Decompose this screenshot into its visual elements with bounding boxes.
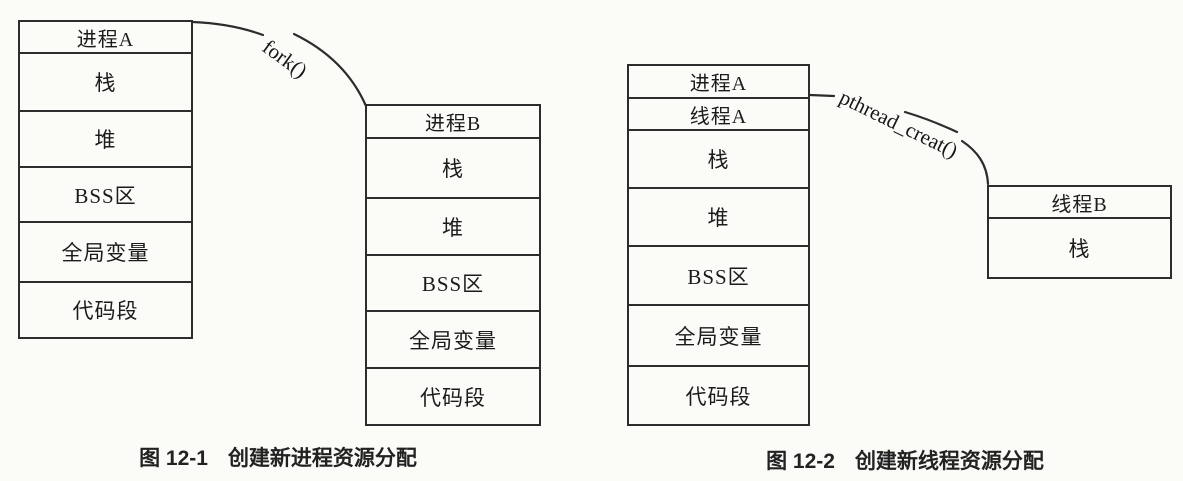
segment-heap: 堆 xyxy=(20,110,191,166)
segment-code: 代码段 xyxy=(20,281,191,337)
segment-stack: 栈 xyxy=(629,129,808,187)
process-a-title: 进程A xyxy=(689,73,748,95)
segment-code: 代码段 xyxy=(629,365,808,424)
thread-b-title: 线程B xyxy=(1051,193,1108,216)
segment-stack: 栈 xyxy=(989,217,1170,277)
thread-b-box: 线程B 栈 xyxy=(987,185,1172,279)
caption-text: 创建新线程资源分配 xyxy=(854,450,1044,473)
process-b-title: 进程B xyxy=(424,113,482,135)
pthread-curve-end xyxy=(960,139,990,186)
segment-globals: 全局变量 xyxy=(367,310,539,367)
segment-globals: 全局变量 xyxy=(629,304,808,365)
pthread-curve-start xyxy=(808,93,836,98)
fork-curve-end xyxy=(292,32,368,108)
process-a-title: 进程A xyxy=(76,28,135,51)
segment-stack: 栈 xyxy=(20,52,191,110)
segment-heap: 堆 xyxy=(367,197,539,254)
process-a-box: 进程A 栈 堆 BSS区 全局变量 代码段 xyxy=(18,20,193,339)
process-a-thread-box: 进程A 线程A 栈 堆 BSS区 全局变量 代码段 xyxy=(627,64,810,426)
pthread-create-label: pthread_creat() xyxy=(836,85,962,163)
segment-heap: 堆 xyxy=(629,187,808,245)
caption-text: 创建新进程资源分配 xyxy=(227,447,417,470)
process-b-box: 进程B 栈 堆 BSS区 全局变量 代码段 xyxy=(365,104,541,426)
pthread-curve-middle xyxy=(903,110,959,134)
segment-stack: 栈 xyxy=(367,137,539,197)
thread-a-title: 线程A xyxy=(629,97,808,129)
segment-globals: 全局变量 xyxy=(20,221,191,281)
segment-bss: BSS区 xyxy=(629,245,808,304)
caption-number: 图 12-2 xyxy=(766,450,835,473)
figure-12-2-caption: 图 12-2 创建新线程资源分配 xyxy=(705,445,1105,475)
fork-curve-start xyxy=(191,20,265,37)
segment-code: 代码段 xyxy=(367,367,539,424)
segment-bss: BSS区 xyxy=(367,254,539,310)
caption-number: 图 12-1 xyxy=(139,447,208,470)
fork-label: fork() xyxy=(258,35,312,83)
segment-bss: BSS区 xyxy=(20,166,191,221)
figure-12-1-caption: 图 12-1 创建新进程资源分配 xyxy=(78,442,478,472)
